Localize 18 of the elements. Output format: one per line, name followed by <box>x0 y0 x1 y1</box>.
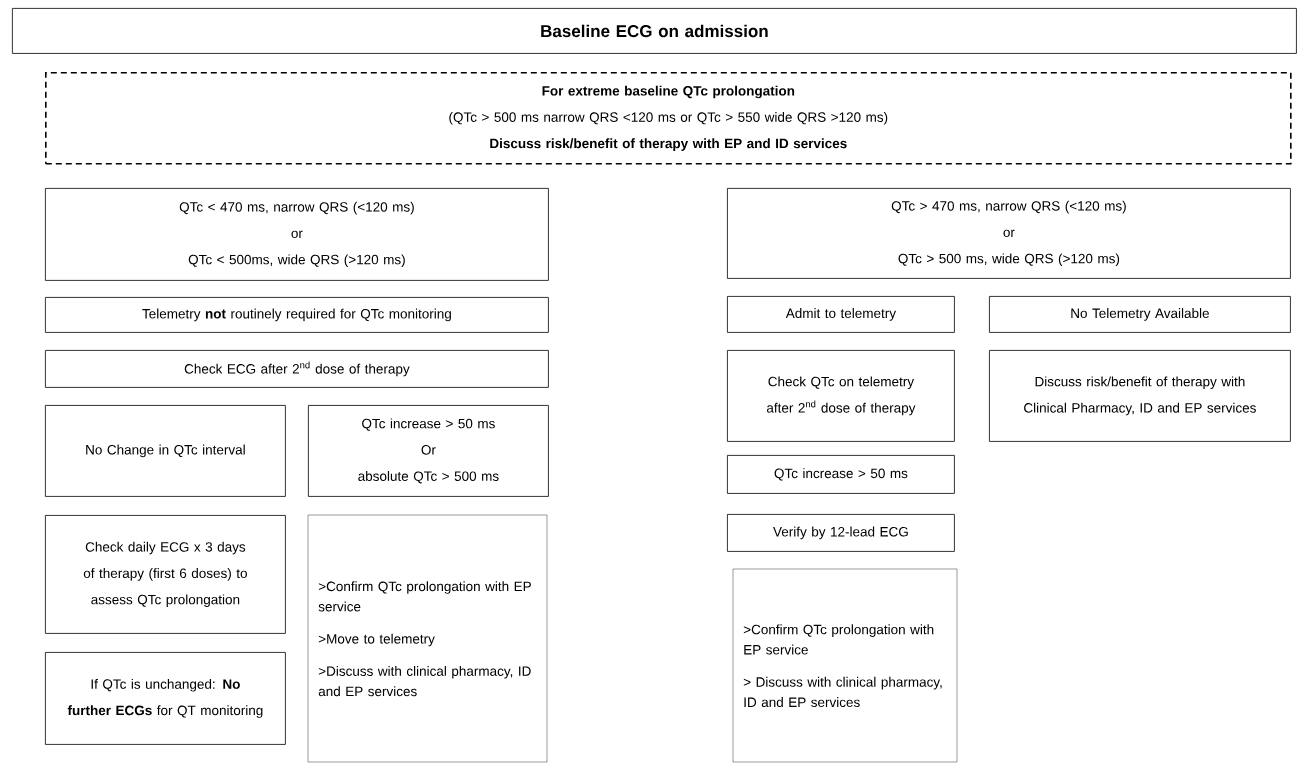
action-box: >Confirm QTc prolongation with EP service > Discuss with clinical pharmacy, ID and EP services <box>732 568 958 763</box>
step-box: No Telemetry Available <box>989 296 1291 333</box>
step-box: Telemetry not routinely required for QTc monitoring <box>45 297 549 333</box>
step-box: If QTc is unchanged: No further ECGs for QT monitoring <box>45 652 286 745</box>
condition-box: QTc < 470 ms, narrow QRS (<120 ms) or QTc < 500ms, wide QRS (>120 ms) <box>45 188 549 281</box>
warning-box: For extreme baseline QTc prolongation (QTc > 500 ms narrow QRS <120 ms or QTc > 550 wide QRS >120 ms) Discuss risk/benefit of therapy with EP and ID services <box>45 72 1292 165</box>
step-box: Discuss risk/benefit of therapy with Clinical Pharmacy, ID and EP services <box>989 350 1291 442</box>
step-box: Admit to telemetry <box>727 296 955 333</box>
step-box: Check daily ECG x 3 days of therapy (first 6 doses) to assess QTc prolongation <box>45 515 286 634</box>
title-box: Baseline ECG on admission <box>12 8 1297 54</box>
step-box: Check QTc on telemetry after 2$^{nd}$ dose of therapy <box>727 350 955 442</box>
step-box: No Change in QTc interval <box>45 405 286 497</box>
condition-box: QTc > 470 ms, narrow QRS (<120 ms) or QTc > 500 ms, wide QRS (>120 ms) <box>727 188 1291 279</box>
step-box: Check ECG after 2$^{nd}$ dose of therapy <box>45 350 549 388</box>
step-box: Verify by 12-lead ECG <box>727 514 955 552</box>
action-box: >Confirm QTc prolongation with EP service >Move to telemetry >Discuss with clinical pharmacy, ID and EP services <box>307 514 548 763</box>
step-box: QTc increase > 50 ms <box>727 455 955 494</box>
step-box: QTc increase > 50 ms Or absolute QTc > 500 ms <box>308 405 549 497</box>
